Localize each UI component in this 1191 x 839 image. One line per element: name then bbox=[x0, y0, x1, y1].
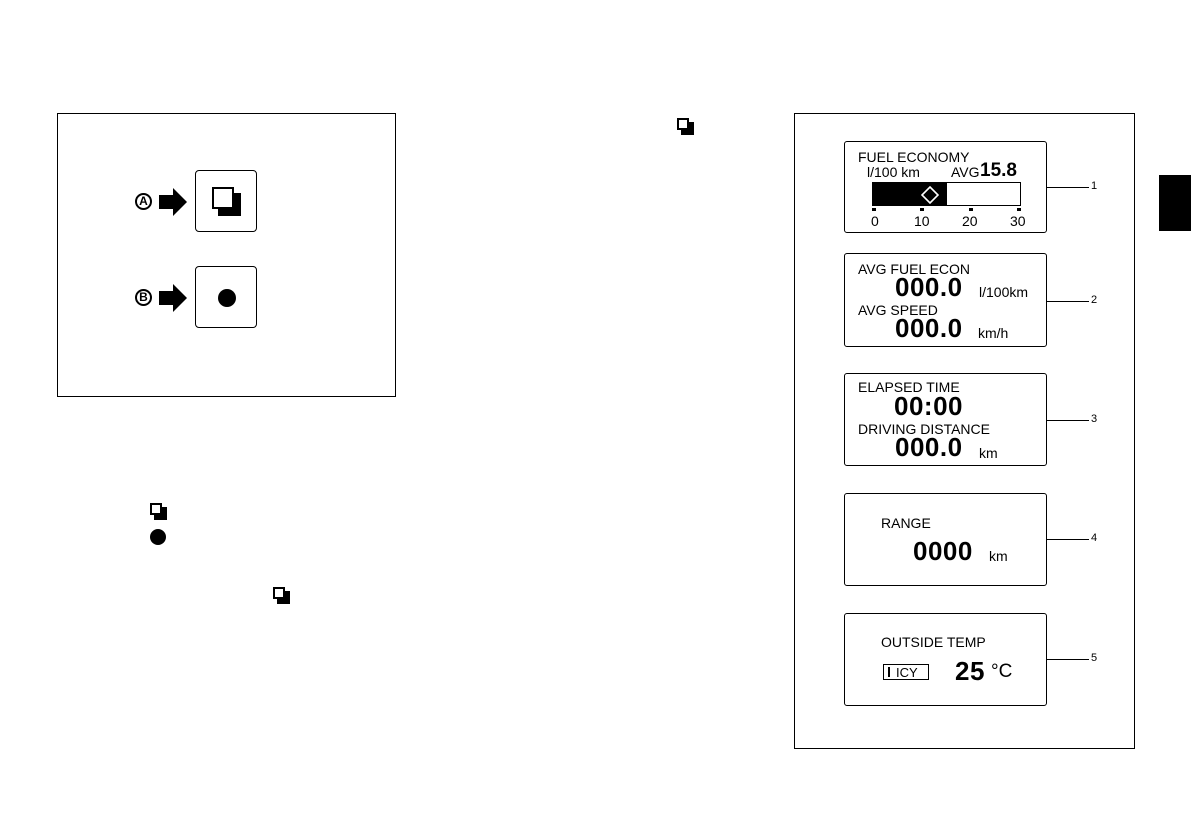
button-b[interactable] bbox=[195, 266, 257, 328]
fuel-economy-unit: l/100 km bbox=[867, 164, 920, 180]
scale-tick-10: 10 bbox=[914, 213, 930, 229]
panel-fuel-economy: FUEL ECONOMY l/100 km AVG 15.8 0 10 20 3… bbox=[844, 141, 1047, 233]
avg-fuel-econ-value: 000.0 bbox=[895, 272, 963, 302]
diamond-marker-icon bbox=[921, 186, 939, 204]
panel-time-distance: ELAPSED TIME 00:00 DRIVING DISTANCE 000.… bbox=[844, 373, 1047, 466]
copy-squares-icon bbox=[273, 587, 290, 604]
right-arrow-icon bbox=[159, 188, 187, 216]
range-label: RANGE bbox=[881, 515, 931, 531]
outside-temp-unit: °C bbox=[991, 661, 1013, 682]
fuel-economy-bar bbox=[872, 182, 1021, 206]
scale-tick-20: 20 bbox=[962, 213, 978, 229]
callout-3: 3 bbox=[1091, 413, 1098, 425]
callout-2: 2 bbox=[1091, 294, 1098, 306]
avg-speed-value: 000.0 bbox=[895, 313, 963, 343]
avg-fuel-econ-label: AVG FUEL ECON bbox=[858, 261, 971, 277]
range-unit: km bbox=[989, 548, 1008, 564]
avg-fuel-econ-unit: l/100km bbox=[979, 284, 1029, 300]
avg-value: 15.8 bbox=[980, 160, 1017, 181]
elapsed-time-value: 00:00 bbox=[894, 391, 963, 421]
panel-avg-fuel-speed: AVG FUEL ECON 000.0 l/100km AVG SPEED 00… bbox=[844, 253, 1047, 347]
driving-distance-value: 000.0 bbox=[895, 432, 963, 462]
avg-speed-unit: km/h bbox=[978, 325, 1009, 341]
avg-label: AVG bbox=[951, 164, 980, 180]
driving-distance-label: DRIVING DISTANCE bbox=[858, 421, 990, 437]
copy-squares-icon bbox=[677, 118, 694, 135]
scale-tick-0: 0 bbox=[871, 213, 879, 229]
driving-distance-unit: km bbox=[979, 445, 998, 461]
callout-1: 1 bbox=[1091, 180, 1098, 192]
avg-speed-label: AVG SPEED bbox=[858, 302, 938, 318]
button-illustration: A B bbox=[57, 113, 396, 397]
button-a[interactable] bbox=[195, 170, 257, 232]
range-value: 0000 bbox=[913, 536, 973, 566]
filled-dot-icon bbox=[218, 289, 236, 307]
filled-dot-icon bbox=[150, 529, 166, 545]
thermometer-icon bbox=[888, 667, 891, 677]
outside-temp-label: OUTSIDE TEMP bbox=[881, 634, 986, 650]
copy-squares-icon-front bbox=[212, 187, 234, 209]
icy-indicator: ICY bbox=[883, 664, 929, 680]
outside-temp-value: 25 bbox=[955, 656, 985, 686]
label-a: A bbox=[135, 193, 152, 210]
icy-label: ICY bbox=[896, 665, 918, 680]
display-modes-illustration: FUEL ECONOMY l/100 km AVG 15.8 0 10 20 3… bbox=[794, 113, 1135, 749]
panel-range: RANGE 0000 km bbox=[844, 493, 1047, 586]
callout-5: 5 bbox=[1091, 652, 1098, 664]
callout-4: 4 bbox=[1091, 532, 1098, 544]
panel-outside-temp: OUTSIDE TEMP ICY 25 °C bbox=[844, 613, 1047, 706]
elapsed-time-label: ELAPSED TIME bbox=[858, 379, 960, 395]
copy-squares-icon bbox=[150, 503, 167, 520]
section-tab bbox=[1159, 175, 1191, 231]
right-arrow-icon bbox=[159, 284, 187, 312]
scale-tick-30: 30 bbox=[1010, 213, 1026, 229]
label-b: B bbox=[135, 289, 152, 306]
fuel-economy-title: FUEL ECONOMY bbox=[858, 149, 970, 165]
